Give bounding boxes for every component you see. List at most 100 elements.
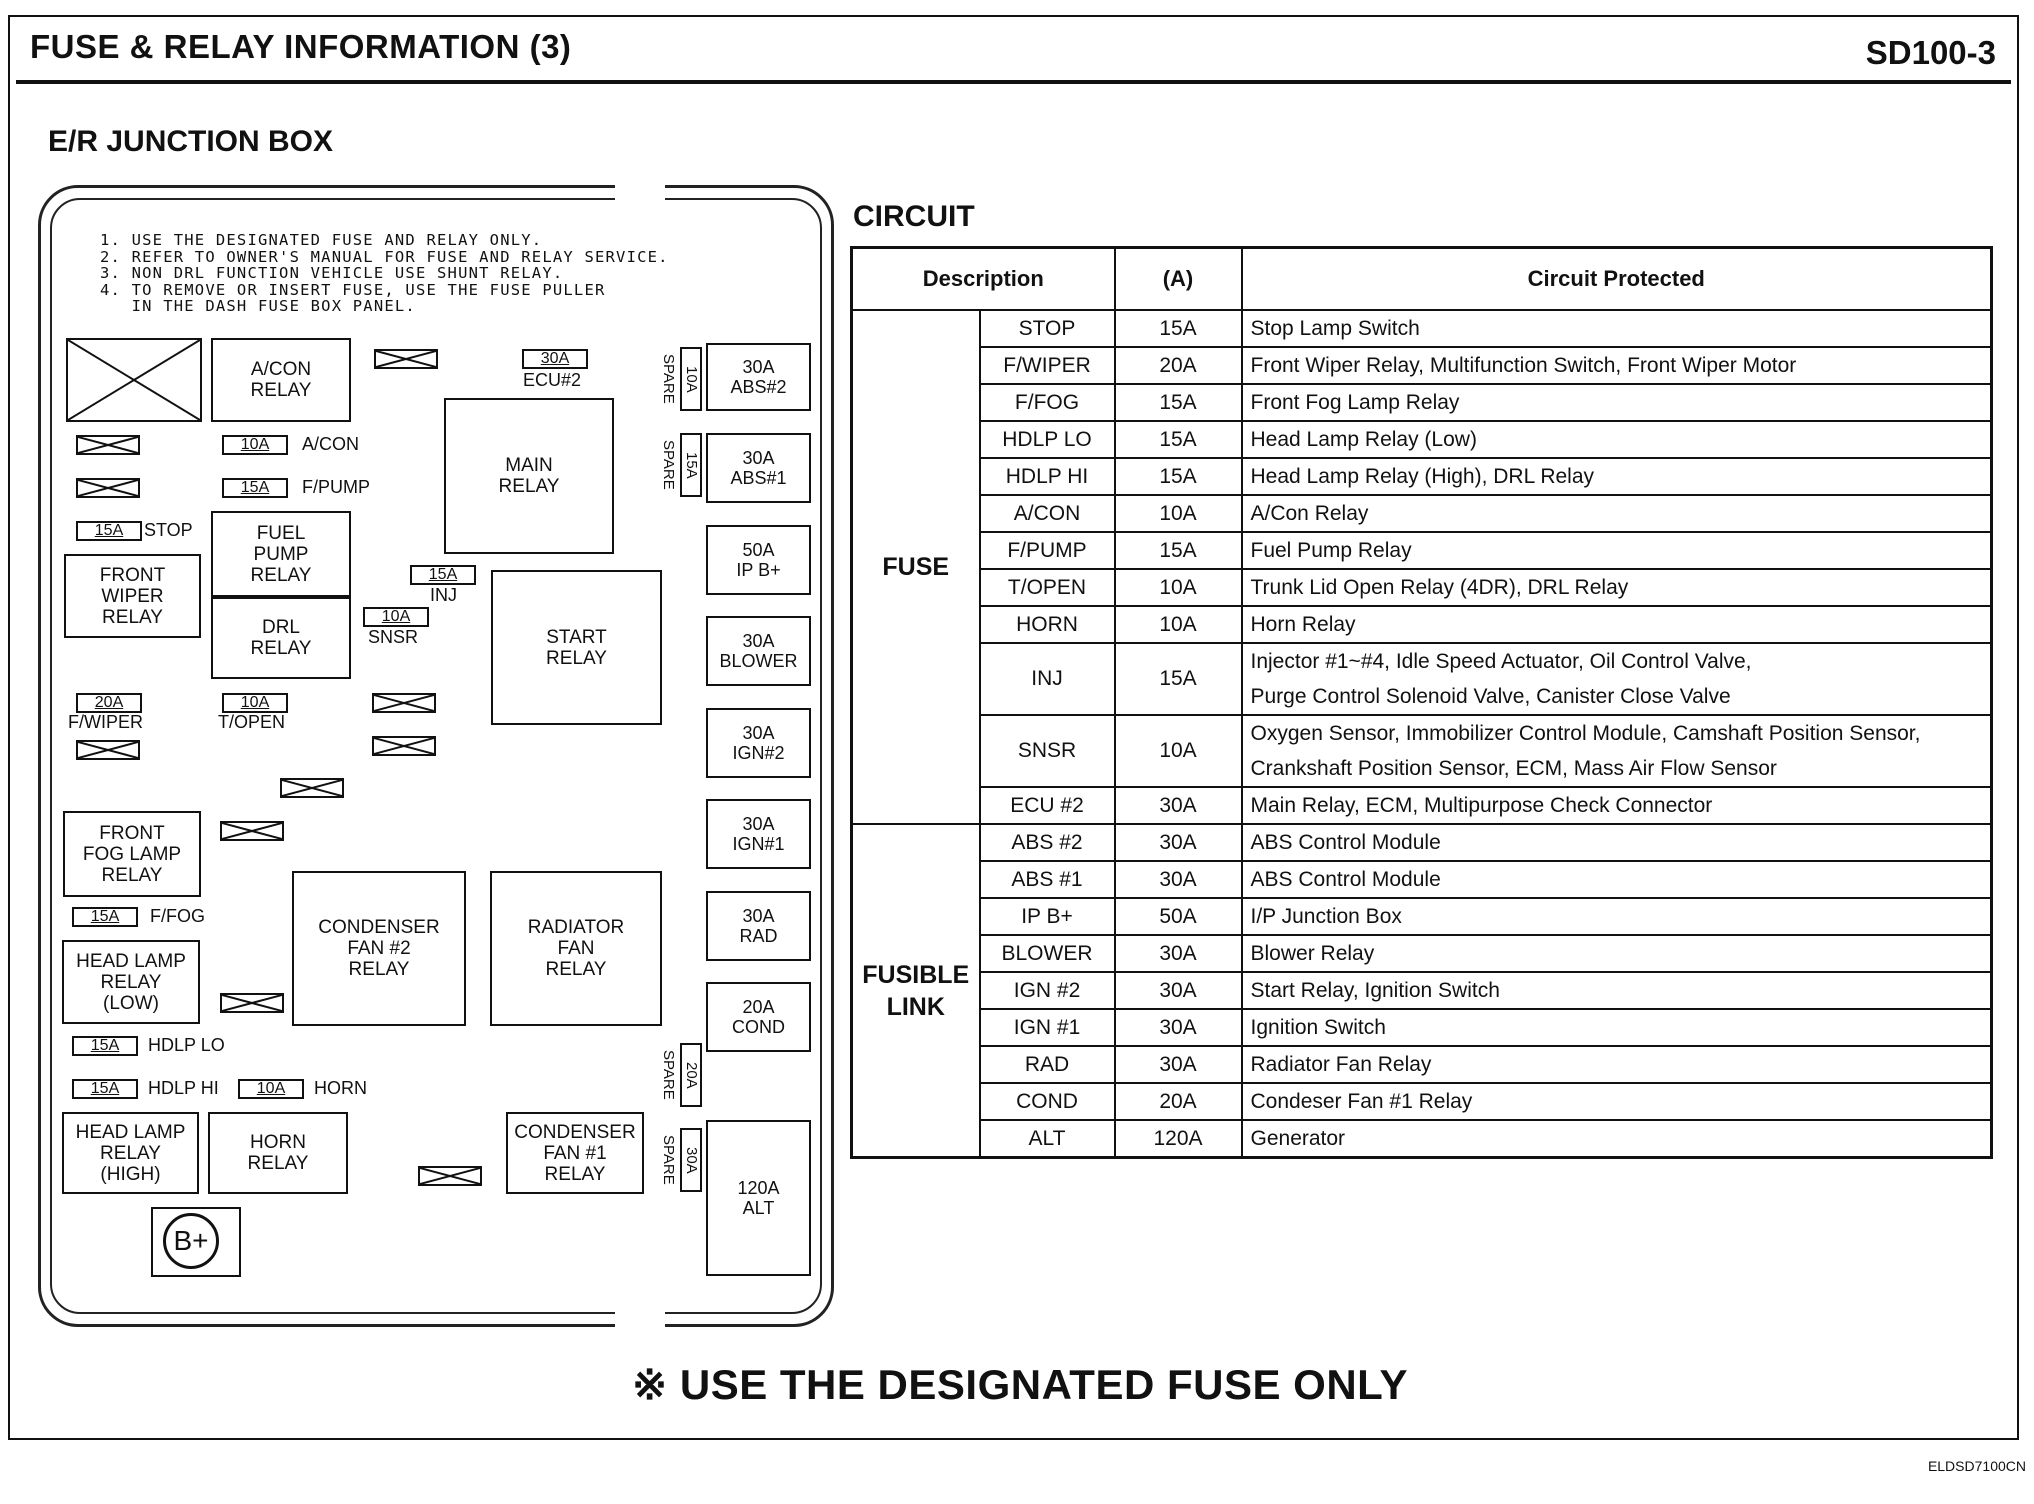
fuse-label-topen: T/OPEN [218,712,286,732]
fuse-label-acon: A/CON [302,434,360,454]
note-line: IN THE DASH FUSE BOX PANEL. [100,297,416,315]
page-title: FUSE & RELAY INFORMATION (3) [30,28,572,65]
start-relay: START RELAY [491,570,662,725]
link-blower: 30A BLOWER [706,616,811,686]
circuit-amp: 15A [1113,309,1243,348]
group-label: FUSE [850,309,981,825]
circuit-protected: Stop Lamp Switch [1240,309,1993,348]
fuse-fwiper: 20A [76,693,142,713]
circuit-item: BLOWER [978,934,1116,973]
link-abs1: 30A ABS#1 [706,433,811,503]
page-code: SD100-3 [1865,34,1996,71]
fuse-horn: 10A [238,1079,304,1099]
circuit-item: RAD [978,1045,1116,1084]
circuit-amp: 50A [1113,897,1243,936]
circuit-amp: 30A [1113,823,1243,862]
circuit-amp: 30A [1113,786,1243,825]
condenser-fan2-relay: CONDENSER FAN #2 RELAY [292,871,466,1026]
link-ign2: 30A IGN#2 [706,708,811,778]
fuse-inj: 15A [410,565,476,585]
b-plus-label: B+ [163,1213,219,1269]
fuse-label-horn: HORN [314,1078,367,1098]
circuit-protected: Radiator Fan Relay [1240,1045,1993,1084]
fuse-topen: 10A [222,693,288,713]
head-lamp-relay-high: HEAD LAMP RELAY (HIGH) [62,1112,199,1194]
fuse-label-ecu2: ECU#2 [523,370,582,390]
circuit-item: T/OPEN [978,568,1116,607]
fuse-acon: 10A [222,435,288,455]
circuit-item: INJ [978,642,1116,716]
acon-relay: A/CON RELAY [211,338,351,422]
fuse-hdlphi: 15A [72,1079,138,1099]
circuit-protected: Fuel Pump Relay [1240,531,1993,570]
shunt-connector [374,349,438,369]
circuit-protected: ABS Control Module [1240,823,1993,862]
circuit-amp: 10A [1113,605,1243,644]
circuit-item: HDLP HI [978,457,1116,496]
group-label: FUSIBLE LINK [850,823,981,1159]
circuit-protected: Front Wiper Relay, Multifunction Switch,… [1240,346,1993,385]
table-header-row: Description (A) Circuit Protected [850,246,1993,311]
circuit-amp: 120A [1113,1119,1243,1159]
circuit-title: CIRCUIT [853,200,975,233]
link-rad: 30A RAD [706,891,811,961]
shunt-connector [220,993,284,1013]
header-amp: (A) [1113,246,1243,311]
fuse-hdlplo: 15A [72,1036,138,1056]
circuit-protected: Front Fog Lamp Relay [1240,383,1993,422]
circuit-item: ALT [978,1119,1116,1159]
circuit-amp: 15A [1113,642,1243,716]
circuit-amp: 20A [1113,1082,1243,1121]
condenser-fan1-relay: CONDENSER FAN #1 RELAY [506,1112,644,1194]
circuit-item: COND [978,1082,1116,1121]
fuse-label-stop: STOP [144,520,193,540]
shunt-connector [372,736,436,756]
shunt-connector [418,1166,482,1186]
circuit-item: HDLP LO [978,420,1116,459]
circuit-protected: Trunk Lid Open Relay (4DR), DRL Relay [1240,568,1993,607]
circuit-item: IP B+ [978,897,1116,936]
circuit-protected: I/P Junction Box [1240,897,1993,936]
link-alt: 120A ALT [706,1120,811,1276]
horn-relay: HORN RELAY [208,1112,348,1194]
circuit-protected: Blower Relay [1240,934,1993,973]
fuse-ffog: 15A [72,907,138,927]
circuit-item: HORN [978,605,1116,644]
fuse-label-hdlphi: HDLP HI [148,1078,219,1098]
circuit-item: ABS #2 [978,823,1116,862]
fuse-label-fpump: F/PUMP [302,477,371,497]
link-ipb: 50A IP B+ [706,525,811,595]
fuse-ecu2: 30A [522,349,588,369]
circuit-protected: Oxygen Sensor, Immobilizer Control Modul… [1240,714,1993,788]
circuit-item: IGN #1 [978,1008,1116,1047]
circuit-item: F/WIPER [978,346,1116,385]
circuit-protected: Head Lamp Relay (High), DRL Relay [1240,457,1993,496]
circuit-amp: 15A [1113,420,1243,459]
note-line: 4. TO REMOVE OR INSERT FUSE, USE THE FUS… [100,280,606,299]
fuse-stop: 15A [76,521,142,541]
fuse-snsr: 10A [363,607,429,627]
fuse-label-ffog: F/FOG [150,906,205,926]
circuit-amp: 15A [1113,457,1243,496]
circuit-protected: Horn Relay [1240,605,1993,644]
main-relay: MAIN RELAY [444,398,614,554]
circuit-amp: 10A [1113,494,1243,533]
circuit-protected: Head Lamp Relay (Low) [1240,420,1993,459]
circuit-amp: 10A [1113,568,1243,607]
circuit-amp: 20A [1113,346,1243,385]
